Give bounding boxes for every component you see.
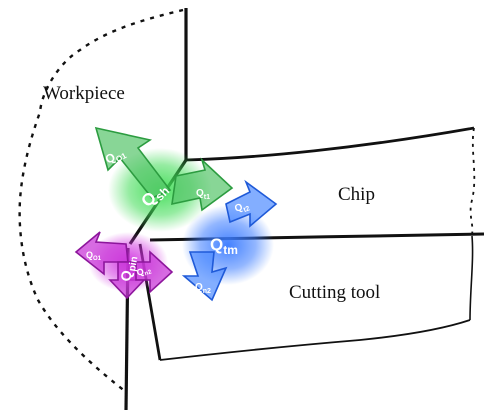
q-tm-sub: tm (223, 243, 238, 257)
q-n2-tool-sub: n2 (203, 288, 211, 295)
cutting-tool-label: Cutting tool (289, 282, 380, 303)
cutting-tool-right-edge (469, 235, 474, 321)
svg-text:Qn2: Qn2 (135, 263, 153, 279)
primary-heat-source-label: Qpin (117, 254, 140, 283)
q-t1-shear-arrow: Qt1 (171, 157, 234, 212)
q-o1-primary-sub: O1 (93, 256, 102, 262)
svg-text:QO1: QO1 (86, 250, 102, 262)
q-n2-tool-arrow: Qn2 (181, 251, 228, 302)
tool-heat-source-label: Qtm (210, 235, 238, 257)
q-n2-tool-main: Q (195, 282, 203, 293)
q-n2-primary-main: Q (135, 266, 145, 278)
q-t1-shear-main: Q (196, 188, 204, 199)
chip-right-dashed-edge (469, 127, 476, 235)
svg-text:Qt2: Qt2 (233, 200, 251, 217)
workpiece-label: Workpiece (43, 83, 125, 104)
q-t1-shear-sub: t1 (204, 194, 210, 201)
chip-outline (185, 126, 475, 162)
chip-label: Chip (338, 184, 375, 205)
q-o1-shear-arrow: QO1 (94, 126, 172, 199)
cutting-tool-bottom-edge (159, 319, 471, 361)
primary-downward-arrow (108, 261, 146, 300)
workpiece-dashed-boundary (18, 8, 184, 393)
q-o1-primary-main: Q (86, 250, 93, 260)
q-t2-tool-main: Q (233, 202, 244, 215)
q-t2-tool-arrow: Qt2 (225, 179, 278, 228)
q-t2-tool-sub: t2 (243, 205, 251, 214)
svg-text:Qt1: Qt1 (196, 188, 210, 201)
q-pin-sub: pin (127, 256, 140, 273)
q-n2-primary-sub: n2 (144, 269, 153, 277)
q-pin-main: Q (117, 269, 135, 283)
q-tm-main: Q (210, 235, 223, 254)
svg-text:Qn2: Qn2 (195, 282, 211, 295)
